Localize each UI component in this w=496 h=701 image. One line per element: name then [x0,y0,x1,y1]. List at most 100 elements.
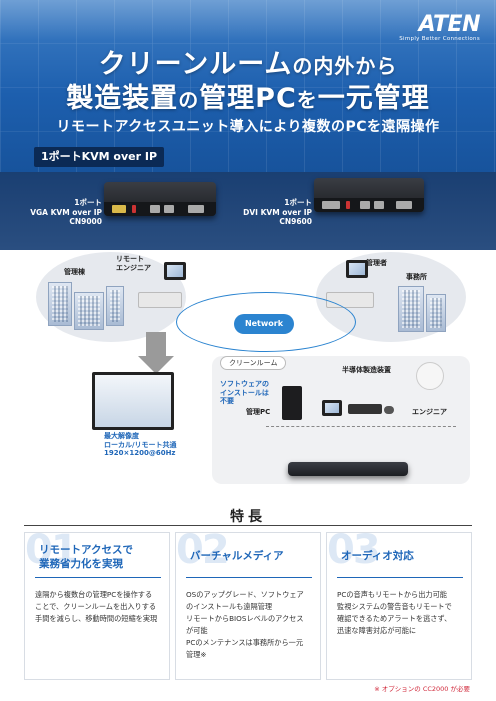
lan-port-icon [164,205,174,213]
office-label: 事務所 [406,273,427,281]
building-icon [48,282,72,326]
resolution-line-1: 最大解像度 [104,432,139,440]
building-windows [402,290,420,328]
headline-line-2: 製造装置の管理PCを一元管理 [0,76,496,115]
no-install-label: ソフトウェアの インストールは 不要 [220,380,269,406]
feature-number: 03 [327,527,381,573]
cable-lines [266,426,456,456]
resolution-line-2: ローカル/リモート共通 [104,440,177,449]
equipment-monitor-icon [322,400,342,416]
vga-port-icon [112,205,126,213]
product-badge: 1ポートKVM over IP [34,147,164,167]
product-2-type: DVI KVM over IP [243,207,312,217]
admin-label: 管理者 [366,259,387,267]
feature-heading: リモートアクセスで 業務省力化を実現 [39,543,167,571]
feature-heading-line: リモートアクセスで [39,544,133,556]
feature-divider [186,577,312,578]
no-install-line-2: インストールは [220,388,269,397]
product-band: 1ポート VGA KVM over IP CN9000 1ポート DVI KVM… [0,172,496,250]
feature-heading-line: オーディオ対応 [341,550,414,562]
office-building-icon [426,294,446,332]
remote-engineer-label: リモート エンジニア [116,255,151,272]
feature-card-1: 01 リモートアクセスで 業務省力化を実現 遠隔から複数台の管理PCを操作する … [24,527,170,680]
kvm-unit-icon [288,462,408,476]
headline-mgmt-pc: 管理PC [199,83,297,114]
office-building-icon [398,286,424,332]
building-windows [430,298,442,328]
feature-body-line: PCの音声もリモートから出力可能 [337,590,447,599]
feature-body-line: 確認できるためアラートを逃さず、 [337,614,452,623]
hero-ceiling-glow [0,0,496,40]
no-install-line-3: 不要 [220,397,234,405]
headline-clean-room: クリーンルーム [98,49,293,80]
no-install-line-1: ソフトウェアの [220,380,269,388]
feature-card-2: 02 バーチャルメディア OSのアップグレード、ソフトウェア のインストールも遠… [175,527,321,680]
feature-body-line: PCのメンテナンスは事務所から一元 [186,638,304,647]
feature-body-line: ことで、クリーンルームを出入りする [35,602,157,611]
building-windows [110,290,120,322]
arrow-down-icon [146,332,166,358]
feature-body: PCの音声もリモートから出力可能 監視システムの警告音もリモートで 確認できるた… [337,589,469,637]
mouse-icon [384,406,394,414]
pc-tower-icon [282,386,302,420]
remote-engineer-line-2: エンジニア [116,263,151,272]
cn9600-device-image [314,178,424,212]
building-windows [52,286,68,322]
network-ring [176,292,356,352]
device-front-panel [314,198,424,212]
feature-body-line: 管理※ [186,650,207,659]
cn9000-device-image [104,182,216,216]
arrow-head-icon [138,356,174,374]
product-1-type: VGA KVM over IP [30,207,102,217]
feature-body-line: 手間を減らし、移動時間の短縮を実現 [35,614,158,623]
product-2-model: CN9600 [279,217,312,226]
monitor-screen [325,403,339,413]
building-icon [74,292,104,330]
semiconductor-label: 半導体製造装置 [342,366,391,374]
lan-port-icon [360,201,370,209]
feature-heading-line: バーチャルメディア [190,550,284,562]
headline-unified: 一元管理 [317,83,430,114]
feature-number: 02 [176,527,230,573]
product-2-ports: 1ポート [284,198,312,207]
feature-heading-line: 業務省力化を実現 [39,558,123,570]
footnote: ※ オプションの CC2000 が必要 [374,685,470,693]
desk-icon [138,292,182,308]
monitor-screen [167,265,183,277]
keyboard-icon [348,404,382,414]
feature-card-3: 03 オーディオ対応 PCの音声もリモートから出力可能 監視システムの警告音もリ… [326,527,472,680]
feature-heading: オーディオ対応 [341,549,469,563]
product-label-cn9000: 1ポート VGA KVM over IP CN9000 [22,198,102,227]
feature-body-line: 監視システムの警告音もリモートで [337,602,452,611]
usb-port-icon [188,205,204,213]
headline-suffix-1: の内外から [292,54,398,78]
engineer-avatar-icon [416,362,444,390]
mgmt-pc-label: 管理PC [246,408,271,416]
feature-body: OSのアップグレード、ソフトウェア のインストールも遠隔管理 リモートからBIO… [186,589,318,661]
remote-monitor-icon [164,262,186,280]
headline-particle-wo: を [296,88,318,112]
clean-room-tag: クリーンルーム [220,356,287,370]
feature-divider [35,577,161,578]
lan-port-icon [150,205,160,213]
headline-subtitle: リモートアクセスユニット導入により複数のPCを遠隔操作 [56,119,440,135]
feature-number: 01 [25,527,79,573]
audio-port-icon [346,201,350,209]
hero-background-pattern [0,0,496,172]
feature-body-line: のインストールも遠隔管理 [186,602,273,611]
mgmt-building-label: 管理棟 [64,268,85,276]
monitor-screen [95,375,171,427]
feature-body-line: が可能 [186,626,208,635]
network-diagram: 管理棟 リモート エンジニア 管理者 事務所 Network 最大解像度 ローカ… [26,252,470,490]
building-windows [78,296,100,326]
features-title: 特長 [230,509,266,525]
audio-port-icon [132,205,136,213]
feature-heading: バーチャルメディア [190,549,318,563]
features-rule [24,525,472,526]
resolution-label: 最大解像度 ローカル/リモート共通 1920×1200@60Hz [104,432,177,458]
local-monitor-icon [92,372,174,430]
network-label: Network [234,314,294,334]
feature-body: 遠隔から複数台の管理PCを操作する ことで、クリーンルームを出入りする 手間を減… [35,589,167,625]
feature-body-line: 遠隔から複数台の管理PCを操作する [35,590,153,599]
building-icon [106,286,124,326]
